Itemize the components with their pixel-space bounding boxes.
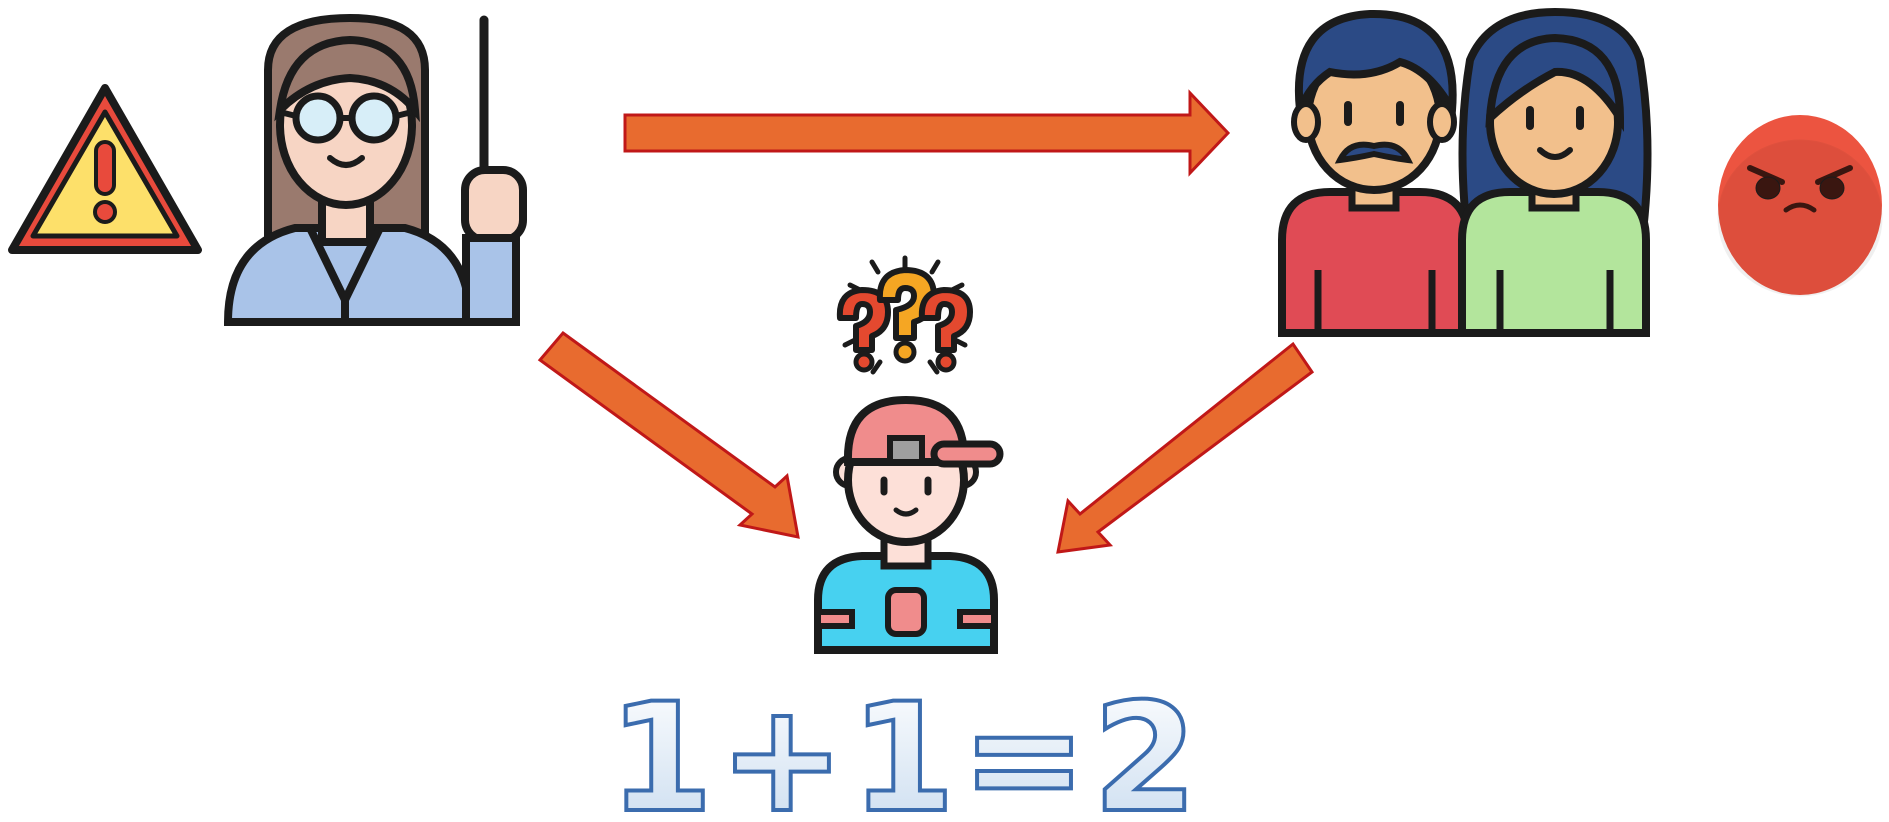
arrow-teacher-to-student [537,330,800,539]
arrow-parents-to-student [1056,341,1315,554]
arrow-teacher-to-parents [623,89,1231,177]
question-marks-icon [836,255,973,375]
teacher-icon [223,13,527,326]
equation-text: 1+1=2 [609,672,1203,822]
angry-face-icon [1717,115,1883,297]
student-icon [814,395,1004,654]
parents-icon [1278,7,1652,337]
warning-icon [8,84,202,254]
